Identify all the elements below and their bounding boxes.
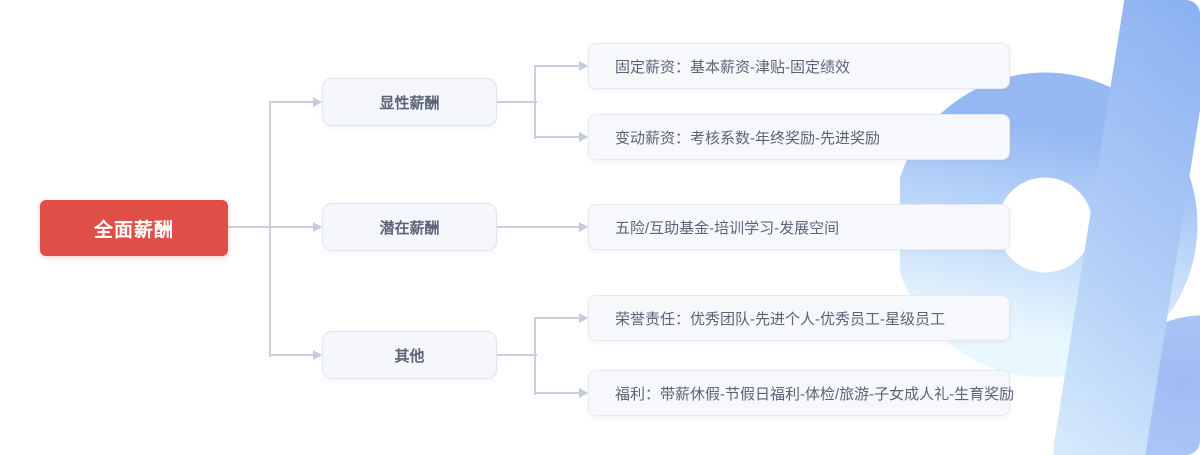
arrowhead-icon: [579, 313, 588, 323]
branch-node-explicit-pay[interactable]: 显性薪酬: [322, 78, 497, 126]
connector-leaf4-line: [534, 317, 579, 319]
connector-b1-horizontal: [497, 101, 537, 103]
leaf-node-welfare[interactable]: 福利：带薪休假-节假日福利-体检/旅游-子女成人礼-生育奖励: [588, 370, 1014, 416]
arrowhead-icon: [579, 132, 588, 142]
leaf-node-text: 变动薪资：考核系数-年终奖励-先进奖励: [615, 129, 880, 147]
connector-leaf3-line: [497, 226, 579, 228]
arrowhead-icon: [313, 350, 322, 360]
branch-node-label: 潜在薪酬: [379, 219, 440, 237]
connector-branch1-line: [269, 101, 314, 103]
arrowhead-icon: [313, 222, 322, 232]
branch-node-other[interactable]: 其他: [322, 331, 497, 379]
branch-node-label: 显性薪酬: [379, 94, 440, 112]
arrowhead-icon: [579, 388, 588, 398]
leaf-node-text: 五险/互助基金-培训学习-发展空间: [615, 219, 840, 237]
leaf-node-variable-salary[interactable]: 变动薪资：考核系数-年终奖励-先进奖励: [588, 114, 1010, 160]
branch-node-potential-pay[interactable]: 潜在薪酬: [322, 203, 497, 251]
connector-b1-trunk: [534, 65, 536, 139]
arrowhead-icon: [579, 61, 588, 71]
leaf-node-text: 福利：带薪休假-节假日福利-体检/旅游-子女成人礼-生育奖励: [615, 385, 1015, 403]
connector-b3-horizontal: [497, 354, 537, 356]
branch-node-label: 其他: [394, 347, 425, 365]
leaf-node-text: 荣誉责任：优秀团队-先进个人-优秀员工-星级员工: [615, 310, 945, 328]
connector-branch3-line: [269, 354, 314, 356]
connector-leaf5-line: [534, 392, 579, 394]
connector-leaf1-line: [534, 65, 579, 67]
connector-root-horizontal: [228, 226, 271, 228]
connector-branch2-line: [269, 226, 314, 228]
connector-leaf2-line: [534, 136, 579, 138]
arrowhead-icon: [313, 97, 322, 107]
leaf-node-insurance-training[interactable]: 五险/互助基金-培训学习-发展空间: [588, 204, 1010, 250]
root-node-total-compensation[interactable]: 全面薪酬: [40, 200, 228, 256]
connector-root-trunk: [269, 101, 271, 357]
leaf-node-fixed-salary[interactable]: 固定薪资：基本薪资-津贴-固定绩效: [588, 43, 1010, 89]
arrowhead-icon: [579, 222, 588, 232]
leaf-node-text: 固定薪资：基本薪资-津贴-固定绩效: [615, 58, 850, 76]
leaf-node-honor-responsibility[interactable]: 荣誉责任：优秀团队-先进个人-优秀员工-星级员工: [588, 295, 1010, 341]
root-node-label: 全面薪酬: [93, 219, 174, 241]
connector-b3-trunk: [534, 317, 536, 395]
